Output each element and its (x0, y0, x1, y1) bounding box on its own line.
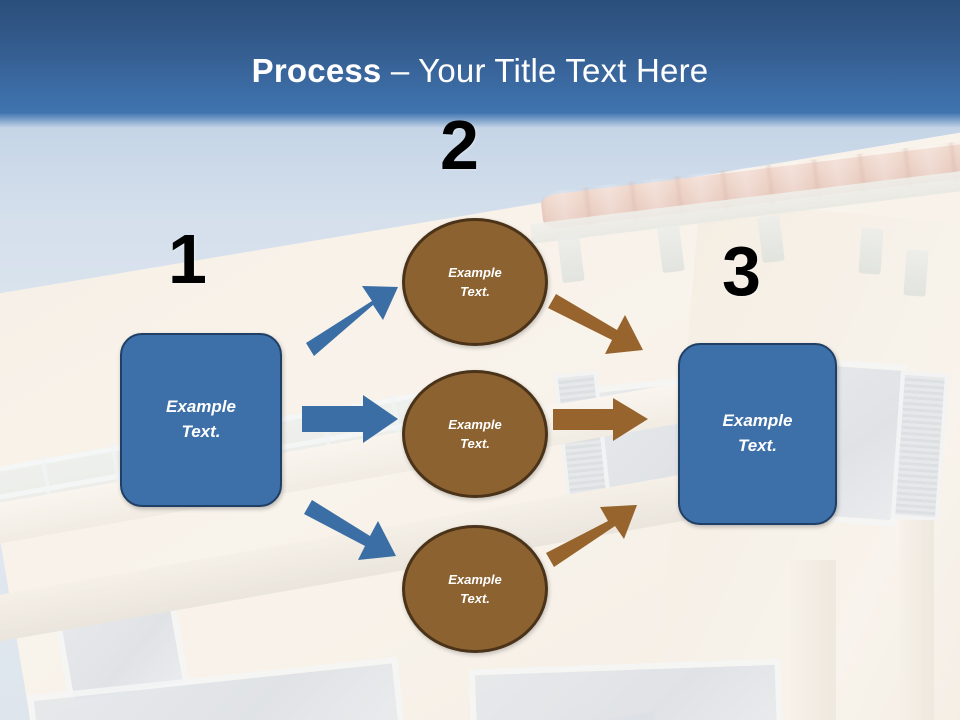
process-circle-1-line2: Text. (460, 284, 490, 299)
process-circle-3-label: Example Text. (448, 570, 501, 609)
process-circle-2-line2: Text. (460, 436, 490, 451)
photo-pillar (900, 520, 934, 720)
step-number-1: 1 (168, 220, 207, 298)
process-box-left-line2: Text. (181, 422, 221, 441)
step-number-3: 3 (722, 232, 761, 310)
title-band (0, 0, 960, 128)
arrow-blue-up-right (306, 286, 398, 356)
page-title-rest: – Your Title Text Here (381, 52, 709, 89)
step-number-2: 2 (440, 106, 479, 184)
photo-pillar (790, 560, 836, 720)
process-circle-1-label: Example Text. (448, 263, 501, 302)
process-circle-1[interactable]: Example Text. (402, 218, 548, 346)
process-box-right-label: Example Text. (723, 409, 793, 458)
process-circle-2[interactable]: Example Text. (402, 370, 548, 498)
process-circle-3-line1: Example (448, 571, 502, 587)
arrow-brown-right (553, 398, 648, 441)
process-circle-2-line1: Example (448, 416, 502, 432)
process-circle-2-label: Example Text. (448, 415, 501, 454)
arrow-brown-up-right (546, 505, 637, 567)
process-box-left-line1: Example (166, 397, 236, 417)
process-circle-3[interactable]: Example Text. (402, 525, 548, 653)
process-circle-1-line1: Example (448, 264, 502, 280)
process-circle-3-line2: Text. (460, 591, 490, 606)
arrow-brown-down-right (548, 294, 643, 354)
process-box-right-line1: Example (722, 411, 793, 431)
process-box-left[interactable]: Example Text. (120, 333, 282, 507)
arrow-blue-right (302, 395, 398, 443)
page-title: Process – Your Title Text Here (0, 52, 960, 90)
process-box-left-label: Example Text. (166, 395, 236, 444)
page-title-bold: Process (251, 52, 382, 89)
process-box-right-line2: Text. (737, 436, 778, 455)
process-box-right[interactable]: Example Text. (678, 343, 837, 525)
arrow-blue-down-right (304, 500, 396, 560)
